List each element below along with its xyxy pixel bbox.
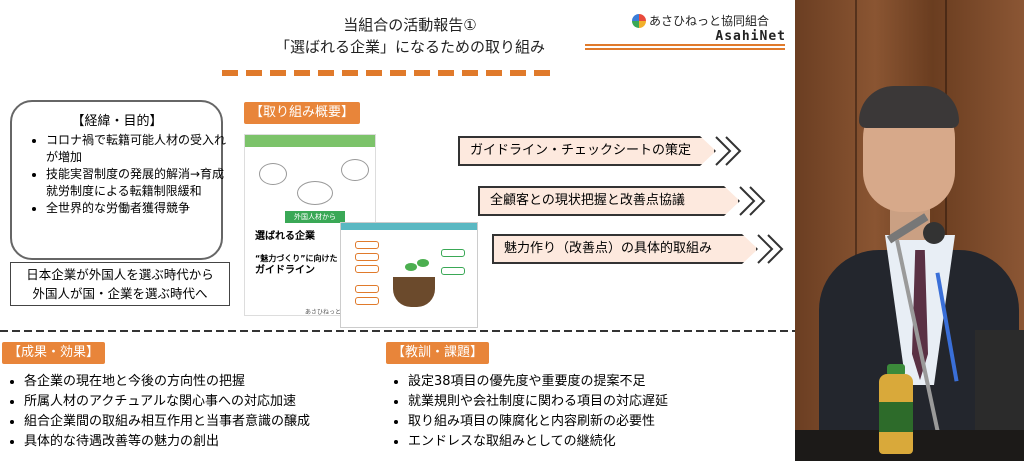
background-heading: 【経緯・目的】 bbox=[71, 114, 163, 129]
wall-panel-line bbox=[855, 0, 857, 461]
step-2-label: 全顧客との現状把握と改善点協議 bbox=[490, 193, 685, 208]
page-pill bbox=[355, 253, 379, 261]
background-list: コロナ禍で転籍可能人材の受入れが増加 技能実習制度の発展的解消→育成就労制度によ… bbox=[26, 132, 231, 217]
step-3-arrow: 魅力作り（改善点）の具体的取組み bbox=[492, 234, 758, 264]
background-box: 【経緯・目的】 コロナ禍で転籍可能人材の受入れが増加 技能実習制度の発展的解消→… bbox=[10, 100, 226, 260]
plant-leaf-icon bbox=[405, 263, 417, 271]
list-item: コロナ禍で転籍可能人材の受入れが増加 bbox=[46, 132, 231, 166]
booklet-sub1: “魅力づくり”に向けた bbox=[255, 254, 338, 263]
page-pill bbox=[355, 241, 379, 249]
illustration-lungs-icon bbox=[297, 181, 333, 205]
page-pill bbox=[441, 267, 465, 275]
speaker-video-feed bbox=[795, 0, 1024, 461]
step-1-label: ガイドライン・チェックシートの策定 bbox=[470, 143, 692, 158]
logo-text: あさひねっと協同組合 bbox=[649, 14, 770, 28]
step-1-arrow: ガイドライン・チェックシートの策定 bbox=[458, 136, 716, 166]
speaker-tie bbox=[912, 250, 928, 380]
chevron-right-icon bbox=[739, 186, 766, 216]
wall-panel-line bbox=[945, 0, 947, 461]
booklet-badge: 外国人材から bbox=[285, 211, 345, 223]
conclusion-line1: 日本企業が外国人を選ぶ時代から bbox=[26, 267, 214, 282]
chevron-right-icon bbox=[757, 234, 784, 264]
chevron-right-icon bbox=[715, 136, 742, 166]
page-pill bbox=[355, 265, 379, 273]
illustration-thought-icon bbox=[341, 159, 369, 181]
logo: あさひねっと協同組合 AsahiNet bbox=[632, 10, 792, 44]
title-underline bbox=[222, 70, 552, 76]
overview-tag: 【取り組み概要】 bbox=[244, 102, 361, 124]
slide-title: 当組合の活動報告① 「選ばれる企業」になるための取り組み bbox=[250, 14, 570, 58]
booklet-title: 選ばれる企業 bbox=[255, 231, 315, 242]
step-3-label: 魅力作り（改善点）の具体的取組み bbox=[504, 241, 713, 256]
guideline-page-image bbox=[340, 222, 478, 328]
plant-leaf-icon bbox=[417, 259, 429, 267]
laptop bbox=[975, 330, 1024, 430]
step-2-arrow: 全顧客との現状把握と改善点協議 bbox=[478, 186, 740, 216]
list-item: エンドレスな取組みとしての継続化 bbox=[408, 432, 795, 452]
list-item: 設定38項目の優先度や重要度の提案不足 bbox=[408, 372, 795, 392]
list-item: 所属人材のアクチュアルな関心事への対応加速 bbox=[24, 392, 394, 412]
page-pill bbox=[355, 297, 379, 305]
conclusion-line2: 外国人が国・企業を選ぶ時代へ bbox=[32, 286, 208, 301]
booklet-publisher: あさひねっと協同組合 bbox=[305, 309, 366, 316]
list-item: 技能実習制度の発展的解消→育成就労制度による転籍制限緩和 bbox=[46, 166, 231, 200]
slide-title-line1: 当組合の活動報告① bbox=[343, 16, 477, 34]
speaker-hair bbox=[859, 86, 959, 128]
bottle-label bbox=[879, 402, 913, 432]
microphone-icon bbox=[923, 222, 945, 244]
booklet-sub2: ガイドライン bbox=[255, 265, 315, 276]
presentation-slide: 当組合の活動報告① 「選ばれる企業」になるための取り組み あさひねっと協同組合 … bbox=[0, 0, 795, 461]
bottle-cap bbox=[887, 364, 905, 376]
background-conclusion: 日本企業が外国人を選ぶ時代から 外国人が国・企業を選ぶ時代へ bbox=[10, 262, 230, 306]
list-item: 全世界的な労働者獲得競争 bbox=[46, 200, 231, 217]
illustration-people-icon bbox=[259, 163, 287, 185]
logo-rule bbox=[585, 44, 785, 46]
results-list: 各企業の現在地と今後の方向性の把握 所属人材のアクチュアルな関心事への対応加速 … bbox=[2, 372, 394, 452]
list-item: 組合企業間の取組み相互作用と当事者意識の醸成 bbox=[24, 412, 394, 432]
section-divider bbox=[0, 330, 795, 332]
lessons-tag: 【教訓・課題】 bbox=[386, 342, 490, 364]
booklet-band bbox=[245, 135, 375, 147]
logo-icon bbox=[632, 13, 646, 28]
plant-pot-icon bbox=[393, 277, 435, 307]
list-item: 具体的な待遇改善等の魅力の創出 bbox=[24, 432, 394, 452]
list-item: 各企業の現在地と今後の方向性の把握 bbox=[24, 372, 394, 392]
logo-rule-2 bbox=[585, 48, 785, 50]
list-item: 就業規則や会社制度に関わる項目の対応遅延 bbox=[408, 392, 795, 412]
page-pill bbox=[355, 285, 379, 293]
page-band bbox=[341, 223, 477, 230]
page-pill bbox=[441, 249, 465, 257]
lessons-list: 設定38項目の優先度や重要度の提案不足 就業規則や会社制度に関わる項目の対応遅延… bbox=[386, 372, 795, 452]
results-tag: 【成果・効果】 bbox=[2, 342, 106, 364]
logo-sub: AsahiNet bbox=[715, 29, 786, 44]
booklet-subtitle: “魅力づくり”に向けた ガイドライン bbox=[255, 253, 370, 277]
slide-title-line2: 「選ばれる企業」になるための取り組み bbox=[274, 38, 545, 56]
list-item: 取り組み項目の陳腐化と内容刷新の必要性 bbox=[408, 412, 795, 432]
